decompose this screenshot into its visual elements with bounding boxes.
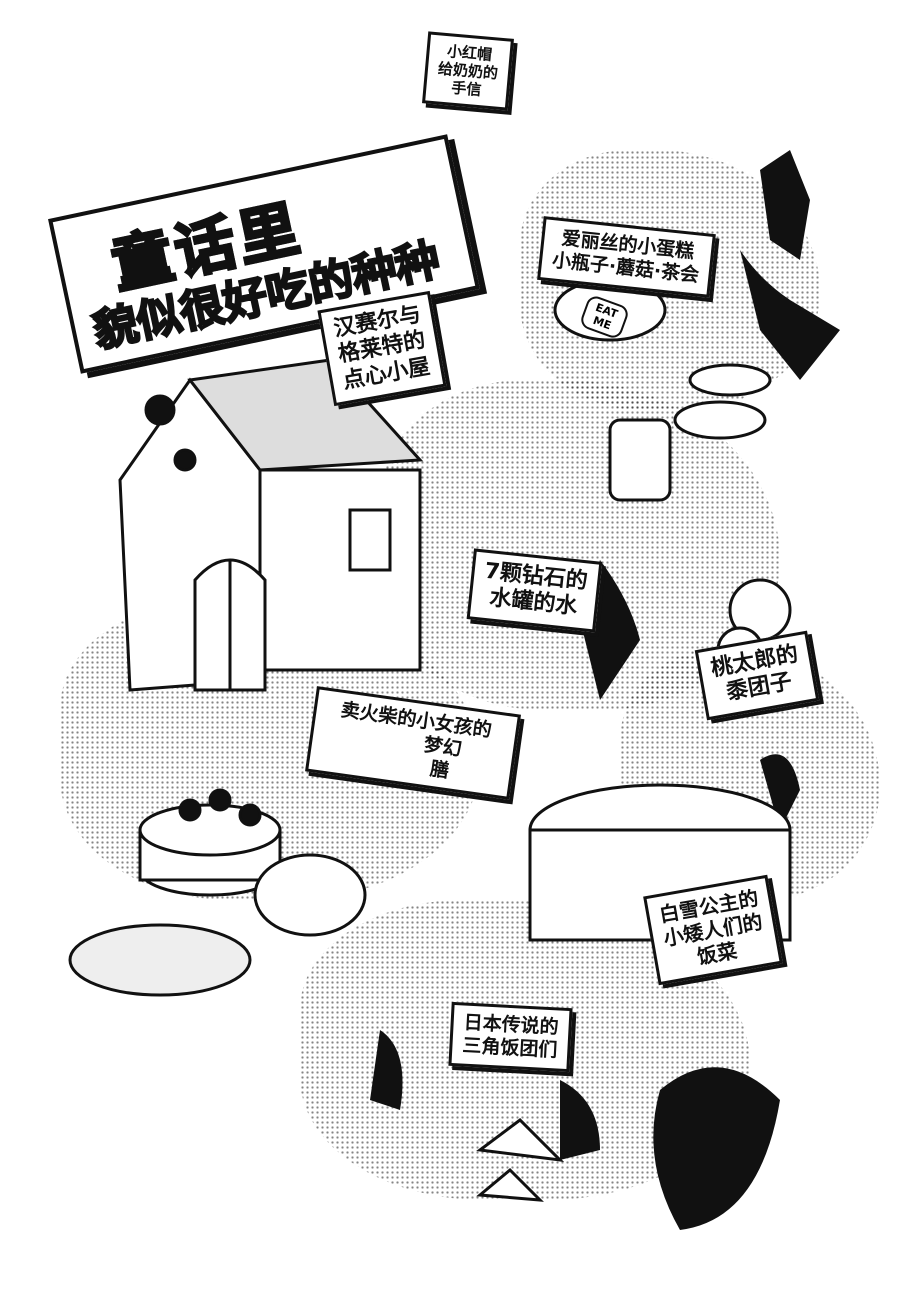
caption-red-riding-hood: 小红帽 给奶奶的 手信 [422, 31, 514, 111]
child-silhouette [370, 1030, 403, 1110]
mouse-silhouette [560, 1080, 600, 1160]
caption-hansel-gretel: 汉赛尔与 格莱特的 点心小屋 [317, 290, 447, 407]
candy-house-illustration [118, 358, 424, 692]
alice-silhouette [740, 250, 840, 380]
caption-onigiri: 日本传说的 三角饭团们 [448, 1001, 573, 1072]
onigiri-tree-silhouette [653, 1067, 780, 1230]
caption-seven-diamonds: 7颗钻石的 水罐的水 [466, 548, 603, 633]
caption-line: 三角饭团们 [461, 1034, 558, 1062]
dwarf-silhouette [760, 754, 800, 830]
wolf-silhouette [760, 150, 810, 260]
